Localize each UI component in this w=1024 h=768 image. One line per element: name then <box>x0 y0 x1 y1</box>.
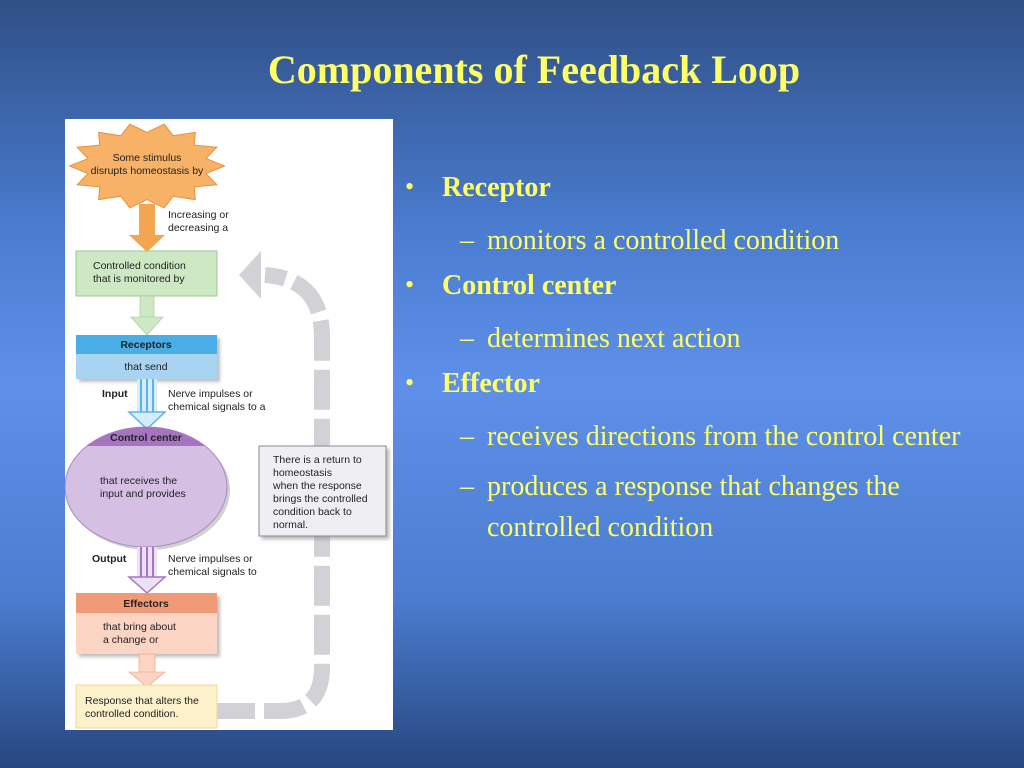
return-note-5: condition back to <box>273 506 352 518</box>
receptors-header: Receptors <box>120 339 172 351</box>
feedback-loop-diagram: Some stimulus disrupts homeostasis by In… <box>65 119 393 730</box>
sub-bullet: – receives directions from the control c… <box>460 421 961 452</box>
effectors-header: Effectors <box>123 598 169 610</box>
sub-bullet-text: monitors a controlled condition <box>487 225 840 256</box>
control-center-header: Control center <box>110 432 182 444</box>
sub-bullet: – determines next action <box>460 323 741 354</box>
effectors-line-1: that bring about <box>103 621 176 633</box>
stimulus-line-2: disrupts homeostasis by <box>91 165 204 177</box>
response-line-2: controlled condition. <box>85 708 178 720</box>
bullet-dot: • <box>405 270 415 299</box>
return-note-1: There is a return to <box>273 454 362 466</box>
stimulus-burst: Some stimulus disrupts homeostasis by <box>68 123 226 209</box>
return-note-3: when the response <box>272 480 362 492</box>
bullet-effector: • Effector <box>405 368 1005 416</box>
arrow-to-receptors <box>130 295 164 336</box>
arrow-to-response <box>128 653 166 688</box>
response-box: Response that alters the controlled cond… <box>75 684 218 729</box>
output-note-1: Nerve impulses or <box>168 553 253 565</box>
output-note-2: chemical signals to <box>168 566 257 578</box>
arrow-stimulus-down <box>129 204 165 252</box>
input-note-1: Nerve impulses or <box>168 388 253 400</box>
sub-bullet-text: determines next action <box>487 323 741 354</box>
return-note-6: normal. <box>273 519 308 531</box>
response-line-1: Response that alters the <box>85 695 199 707</box>
sub-bullet-text: receives directions from the control cen… <box>487 421 961 452</box>
stimulus-line-1: Some stimulus <box>113 152 182 164</box>
bullet-list: • Receptor – monitors a controlled condi… <box>405 172 1005 557</box>
bullet-receptor: • Receptor <box>405 172 1005 220</box>
bullet-heading: Receptor <box>442 172 551 203</box>
sub-bullet: – monitors a controlled condition <box>460 225 840 256</box>
controlled-line-1: Controlled condition <box>93 260 186 272</box>
effectors-box <box>76 593 217 654</box>
return-note-2: homeostasis <box>273 467 332 479</box>
return-note-4: brings the controlled <box>273 493 368 505</box>
input-arrow <box>127 379 167 431</box>
bullet-control-center: • Control center <box>405 270 1005 318</box>
receptors-body: that send <box>124 361 167 373</box>
return-note-box: There is a return to homeostasis when th… <box>258 445 387 537</box>
increase-note-2: decreasing a <box>168 222 228 234</box>
diagram-canvas: Some stimulus disrupts homeostasis by In… <box>65 123 387 729</box>
input-label: Input <box>102 388 128 400</box>
effectors-line-2: a change or <box>103 634 159 646</box>
control-center-line-2: input and provides <box>100 488 186 500</box>
slide-title: Components of Feedback Loop <box>267 47 801 92</box>
input-note-2: chemical signals to a <box>168 401 266 413</box>
output-label: Output <box>92 553 127 565</box>
receptors-box <box>76 335 217 379</box>
bullet-heading: Control center <box>442 270 617 301</box>
bullet-heading: Effector <box>442 368 540 399</box>
sub-bullet: – produces a response that changes the c… <box>460 471 900 543</box>
bullet-dot: • <box>405 368 415 397</box>
increase-note-1: Increasing or <box>168 209 229 221</box>
return-loop-arrow <box>215 251 330 719</box>
output-arrow <box>127 547 167 595</box>
bullet-dot: • <box>405 172 415 201</box>
controlled-condition-box: Controlled condition that is monitored b… <box>75 250 218 297</box>
sub-bullet-text: produces a response that changes the con… <box>487 471 900 543</box>
control-center-line-1: that receives the <box>100 475 177 487</box>
controlled-line-2: that is monitored by <box>93 273 185 285</box>
